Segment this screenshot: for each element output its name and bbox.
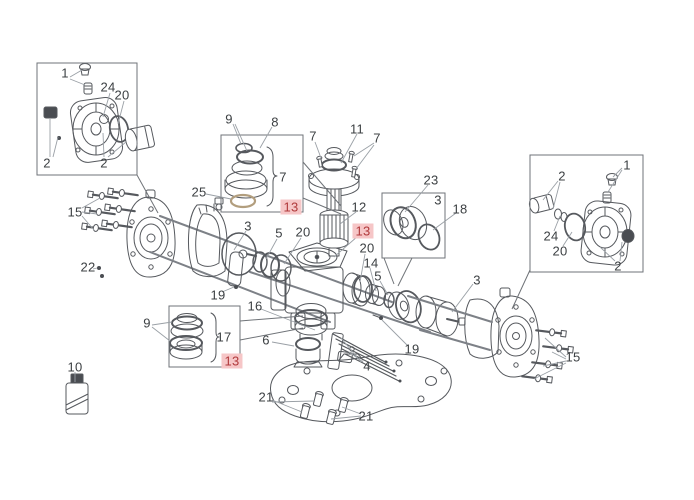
part-label-20-b[interactable]: 20 [295, 224, 311, 240]
part-label-24-a[interactable]: 24 [100, 79, 116, 95]
part-label-11[interactable]: 11 [349, 121, 365, 137]
part-label-21-a[interactable]: 21 [258, 389, 274, 405]
bracket-7 [266, 146, 278, 207]
part-label-3-b[interactable]: 3 [434, 192, 442, 208]
part-label-13-c[interactable]: 13 [221, 353, 243, 369]
part-label-7-a[interactable]: 7 [279, 169, 287, 185]
part-label-2-d[interactable]: 2 [614, 258, 622, 274]
piston-kit-drawing [383, 206, 441, 251]
inset-box-left-cover [36, 62, 138, 176]
right-seal-piston-drawing [353, 275, 466, 337]
part-label-4[interactable]: 4 [363, 358, 371, 374]
part-label-7-c[interactable]: 7 [373, 130, 381, 146]
part-label-2-a[interactable]: 2 [43, 155, 51, 171]
part-label-10[interactable]: 10 [67, 359, 83, 375]
left-head-drawing [126, 189, 431, 333]
gear-shaft-drawing [308, 147, 360, 257]
cup-kit-drawing [169, 312, 220, 363]
part-label-9-b[interactable]: 9 [143, 315, 151, 331]
part-label-22[interactable]: 22 [80, 259, 96, 275]
small-screws-drawing [97, 266, 104, 278]
part-label-6[interactable]: 6 [262, 332, 270, 348]
diaphragm-kit-drawing [224, 142, 278, 209]
part-label-5-a[interactable]: 5 [275, 225, 283, 241]
part-label-24-b[interactable]: 24 [543, 228, 559, 244]
part-label-13-b[interactable]: 13 [352, 223, 374, 239]
base-plate-drawing [270, 353, 452, 426]
left-cover-kit-drawing [43, 63, 155, 163]
leader-lines [49, 69, 623, 420]
part-label-20-c[interactable]: 20 [359, 240, 375, 256]
part-label-19-b[interactable]: 19 [404, 341, 420, 357]
part-label-3-c[interactable]: 3 [473, 272, 481, 288]
oil-bottle-drawing [65, 373, 89, 415]
inset-box-diaphragm [220, 134, 304, 213]
bracket-17 [210, 312, 220, 363]
part-label-8[interactable]: 8 [271, 114, 279, 130]
part-label-23[interactable]: 23 [423, 172, 439, 188]
part-label-5-b[interactable]: 5 [374, 268, 382, 284]
left-crankcase-drawing [187, 197, 228, 278]
part-label-16[interactable]: 16 [247, 298, 263, 314]
left-seal-rings-drawing [252, 251, 292, 282]
part-label-1-a[interactable]: 1 [61, 65, 69, 81]
part-label-13-a[interactable]: 13 [280, 199, 302, 215]
part-label-20-d[interactable]: 20 [552, 243, 568, 259]
left-studs-drawing [80, 186, 140, 235]
inset-box-right-cover [529, 154, 644, 273]
part-label-2-c[interactable]: 2 [558, 168, 566, 184]
part-label-12[interactable]: 12 [351, 199, 367, 215]
inset-boxes [36, 62, 644, 368]
part-label-9-a[interactable]: 9 [225, 111, 233, 127]
part-label-20-a[interactable]: 20 [114, 87, 130, 103]
part-label-7-b[interactable]: 7 [309, 128, 317, 144]
part-label-25[interactable]: 25 [191, 184, 207, 200]
right-cover-kit-drawing [528, 173, 635, 266]
part-label-2-b[interactable]: 2 [100, 155, 108, 171]
part-label-17[interactable]: 17 [216, 329, 232, 345]
part-label-3-a[interactable]: 3 [244, 218, 252, 234]
inset-box-cups [168, 305, 241, 368]
part-label-18[interactable]: 18 [452, 201, 468, 217]
part-label-19-a[interactable]: 19 [210, 287, 226, 303]
inset-box-piston [381, 192, 446, 259]
part-label-15-b[interactable]: 15 [565, 349, 581, 365]
part-label-15-a[interactable]: 15 [67, 204, 83, 220]
part-label-1-b[interactable]: 1 [623, 157, 631, 173]
right-head-drawing [407, 287, 575, 385]
part-label-21-b[interactable]: 21 [358, 408, 374, 424]
part-label-14[interactable]: 14 [363, 255, 379, 271]
